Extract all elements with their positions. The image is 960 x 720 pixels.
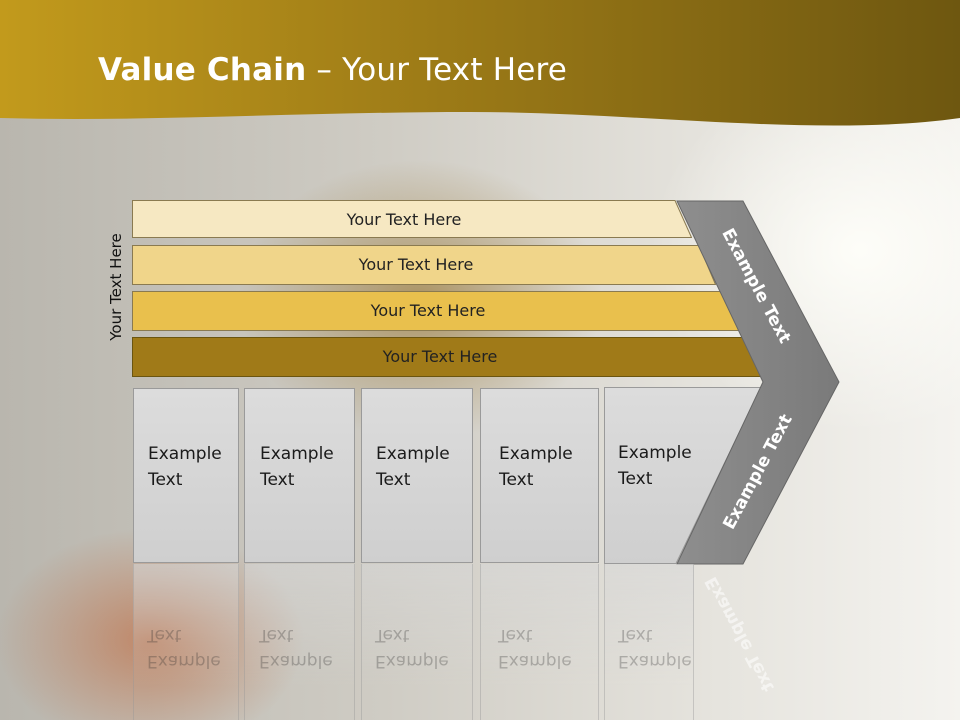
activity-box-5-shape [604, 387, 762, 564]
activity-box-4-line2: Text [499, 470, 534, 490]
band-2: Your Text Here [132, 245, 716, 285]
band-4-label: Your Text Here [382, 346, 498, 366]
band-3-label: Your Text Here [370, 300, 486, 320]
band-3: Your Text Here [132, 291, 740, 331]
reflection-chevron-label: Example Text [701, 573, 779, 695]
activity-box-3-line2: Text [376, 470, 411, 490]
activity-box-5: Example Text [604, 388, 724, 563]
band-2-shape [132, 245, 716, 285]
band-2-label: Your Text Here [358, 254, 474, 274]
activity-box-1: Example Text [133, 388, 239, 563]
band-4: Your Text Here [132, 337, 764, 377]
activity-box-4-line1: Example [499, 444, 573, 464]
band-1: Your Text Here [132, 200, 692, 238]
activity-box-3-line1: Example [376, 444, 450, 464]
activity-box-1-line2: Text [148, 470, 183, 490]
activity-box-3: Example Text [361, 388, 473, 563]
vertical-side-label: Your Text Here [107, 233, 125, 341]
activity-box-4: Example Text [480, 388, 599, 563]
band-1-label: Your Text Here [346, 209, 462, 229]
activity-box-2: Example Text [244, 388, 355, 563]
band-1-shape [132, 200, 692, 238]
activity-box-2-line2: Text [260, 470, 295, 490]
title-rest: – Your Text Here [306, 52, 568, 88]
title-banner [0, 0, 960, 126]
title-bold: Value Chain [98, 52, 307, 88]
activity-box-2-line1: Example [260, 444, 334, 464]
activity-box-5-line2: Text [618, 469, 653, 489]
activity-box-5-line1: Example [618, 443, 692, 463]
margin-chevron [676, 200, 840, 565]
activity-box-1-line1: Example [148, 444, 222, 464]
page-title: Value Chain – Your Text Here [98, 52, 567, 88]
